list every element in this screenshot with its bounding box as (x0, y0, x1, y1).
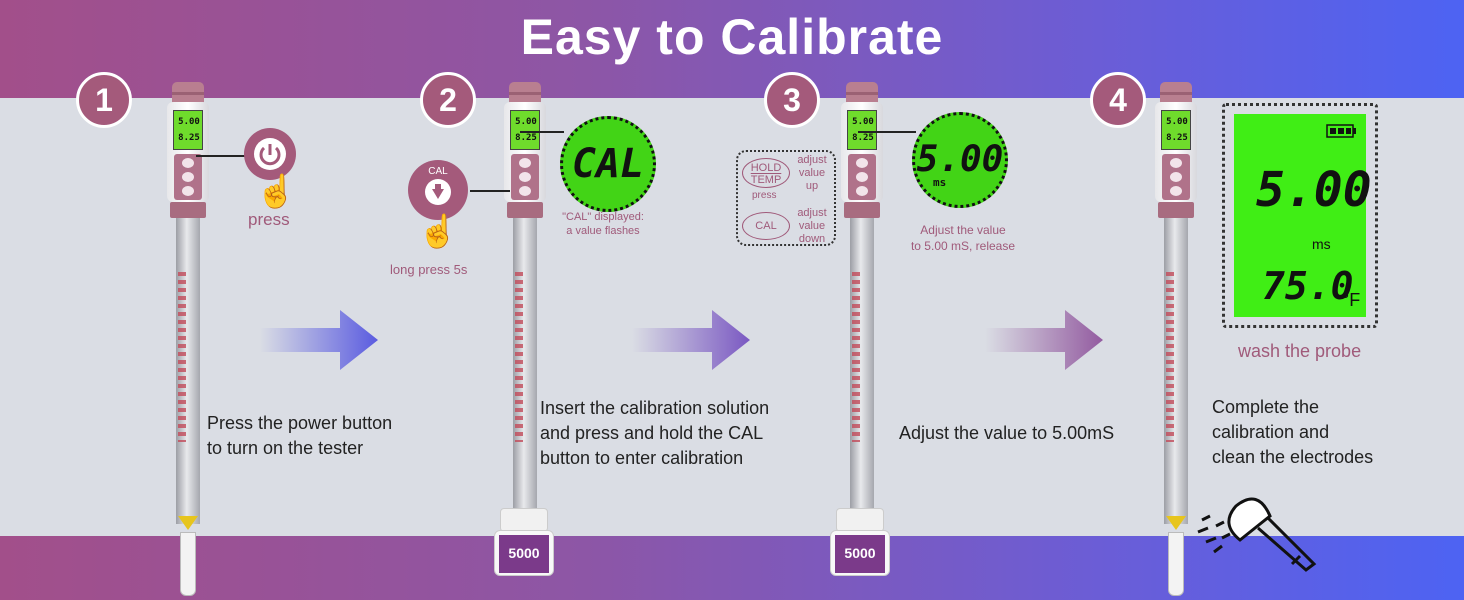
arrow-icon (260, 310, 378, 370)
step-2-note: "CAL" displayed:a value flashes (562, 211, 644, 237)
cal-button[interactable]: CAL (408, 160, 468, 220)
hand-pointer-icon: ☝ (256, 173, 296, 209)
power-button[interactable] (244, 128, 296, 180)
callout-line (470, 190, 510, 192)
screen-value: 5.00 (1256, 162, 1372, 218)
screen-temp-unit: °F (1342, 290, 1361, 310)
shower-head-icon (1197, 497, 1317, 572)
step-1-action-label: press (248, 210, 290, 229)
callout-line (520, 131, 564, 133)
callout-line (858, 131, 916, 133)
arrow-icon (632, 310, 750, 370)
arrow-icon (985, 310, 1103, 370)
lcd-screen-enlarged: 5.00 ms 75.0 °F (1222, 103, 1378, 328)
power-icon (254, 138, 286, 170)
step-1-number: 1 (76, 72, 132, 128)
calibration-solution-bottle-1: 5000 (494, 508, 554, 576)
step-2-number: 2 (420, 72, 476, 128)
screen-unit: ms (1312, 236, 1331, 252)
step-2-action-label: long press 5s (390, 262, 468, 277)
down-arrow-icon (425, 179, 451, 205)
calibration-solution-bottle-2: 5000 (830, 508, 890, 576)
press-label: press (752, 190, 777, 201)
cal-lcd-display: CAL (560, 116, 656, 212)
step-3-description: Adjust the value to 5.00mS (899, 423, 1115, 443)
step-3-number: 3 (764, 72, 820, 128)
step-4-number: 4 (1090, 72, 1146, 128)
content-panel (0, 98, 1464, 536)
screen-temperature: 75.0 (1262, 264, 1354, 308)
page-title: Easy to Calibrate (520, 9, 944, 65)
cal-button-small[interactable]: CAL (742, 212, 790, 240)
value-lcd-display: 5.00 ms (912, 112, 1008, 208)
wash-caption: wash the probe (1238, 341, 1362, 361)
hand-pointer-icon: ☝ (418, 213, 458, 249)
battery-icon (1326, 124, 1356, 138)
callout-line (196, 155, 246, 157)
button-guide-box (736, 150, 836, 246)
